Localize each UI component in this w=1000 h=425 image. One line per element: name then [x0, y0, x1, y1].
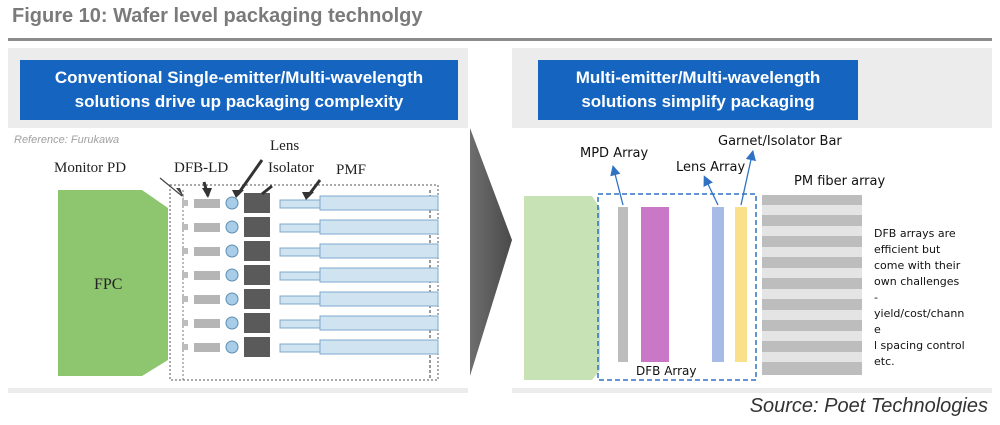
- note-line: yield/cost/channe: [874, 307, 965, 336]
- channel-row: [182, 313, 439, 333]
- left-header-banner: Conventional Single-emitter/Multi-wavele…: [20, 60, 458, 120]
- lens-array-arrow: [703, 175, 719, 206]
- note-line: -: [874, 291, 878, 304]
- pm-fiber-array-label: PM fiber array: [794, 174, 886, 189]
- note-line: own challenges: [874, 275, 960, 288]
- lens-array-label: Lens Array: [676, 160, 746, 175]
- mpd-array-bar: [618, 207, 628, 362]
- pm-fiber-array: [762, 195, 862, 375]
- dfb-array-bar: [641, 207, 669, 362]
- channel-row: [182, 193, 439, 213]
- mpd-array-arrow: [610, 164, 624, 206]
- figure-title: Figure 10: Wafer level packaging technol…: [12, 5, 423, 27]
- monitor-pd-label: Monitor PD: [54, 160, 127, 176]
- note-line: efficient but: [874, 243, 941, 256]
- garnet-isolator-bar-label: Garnet/Isolator Bar: [718, 134, 842, 149]
- pmf-label: PMF: [336, 162, 367, 178]
- channel-row: [182, 241, 439, 261]
- lens-pointer: [236, 159, 264, 195]
- isolator-bar: [735, 207, 747, 362]
- channel-row: [182, 289, 439, 309]
- isolator-label: Isolator: [268, 160, 314, 176]
- transition-chevron: [470, 128, 512, 376]
- integrated-module-outline: [597, 193, 757, 381]
- left-header-line-2: solutions drive up packaging complexity: [74, 92, 404, 111]
- note-line: l spacing control: [874, 339, 965, 352]
- right-header-line-2: solutions simplify packaging: [581, 92, 815, 111]
- source-caption: Source: Poet Technologies: [749, 395, 988, 417]
- note-line: come with their: [874, 259, 961, 272]
- right-fpc-board: [524, 196, 600, 380]
- right-header-line-1: Multi-emitter/Multi-wavelength: [575, 68, 821, 87]
- isolator-bar-arrow: [740, 149, 756, 206]
- fpc-label: FPC: [94, 276, 123, 293]
- dfb-ld-label: DFB-LD: [174, 160, 229, 176]
- channel-row: [182, 217, 439, 237]
- dfb-challenges-note: DFB arrays are efficient but come with t…: [874, 226, 970, 370]
- fpc-board: [58, 190, 168, 376]
- note-line: DFB arrays are: [874, 227, 956, 240]
- lens-label: Lens: [270, 138, 300, 154]
- left-header-line-1: Conventional Single-emitter/Multi-wavele…: [54, 68, 424, 87]
- channel-row: [182, 265, 439, 285]
- dfb-array-label: DFB Array: [636, 364, 697, 378]
- reference-caption: Reference: Furukawa: [14, 134, 120, 146]
- monitor-pd-leader: [159, 177, 183, 197]
- title-rule: [8, 38, 992, 41]
- mpd-array-label: MPD Array: [580, 146, 649, 161]
- left-diagram: [58, 159, 439, 381]
- note-line: etc.: [874, 355, 895, 368]
- right-diagram: [524, 149, 862, 381]
- isolator-pointer: [261, 184, 273, 196]
- lens-array-bar: [712, 207, 724, 362]
- right-header-banner: Multi-emitter/Multi-wavelength solutions…: [538, 60, 858, 120]
- channel-row: [182, 337, 439, 357]
